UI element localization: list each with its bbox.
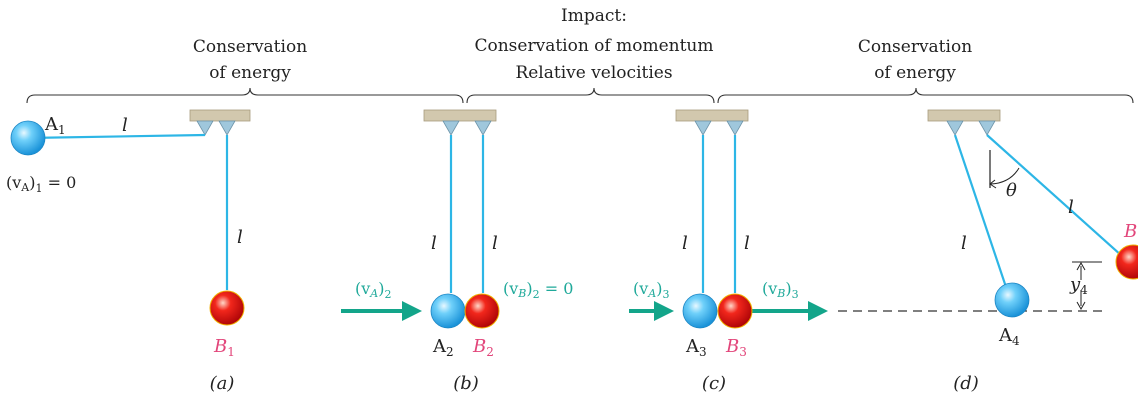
dim-arrowhead-up: [1076, 261, 1086, 271]
caption-a: (a): [210, 373, 235, 393]
header-left-line2: of energy: [209, 63, 291, 83]
length-label-left: l: [682, 233, 688, 254]
ball-a3-label: A3: [685, 336, 707, 359]
support-bar: [423, 109, 497, 122]
length-label-right: l: [492, 233, 498, 254]
ball-b2: [464, 293, 500, 329]
angle-arrow: [989, 179, 997, 189]
ball-a1: [10, 120, 46, 156]
panel-c: l l (vA)3 (vB)3 A3 B3 (c): [629, 109, 828, 393]
height-label: y4: [1069, 274, 1088, 297]
ball-b1: [209, 290, 245, 326]
header-mid-line1: Impact:: [561, 6, 627, 26]
ball-a4: [994, 282, 1030, 318]
ball-a2-label: A2: [432, 336, 454, 359]
header-mid-line2: Conservation of momentum: [474, 36, 713, 56]
length-label-top: l: [122, 115, 128, 136]
ball-b3: [717, 293, 753, 329]
header-middle: Impact: Conservation of momentum Relativ…: [474, 6, 713, 83]
panel-b: l l (vA)2 (vB)2 = 0 A2 B2 (b): [341, 109, 573, 393]
header-right-line2: of energy: [874, 63, 956, 83]
ball-a4-label: A4: [998, 325, 1020, 348]
pivot-a3: [694, 120, 712, 136]
ball-a1-label: A1: [44, 114, 66, 137]
ball-a3: [682, 293, 718, 329]
velocity-b3-label: (vB)3: [762, 279, 799, 301]
length-label-right: l: [1068, 197, 1074, 218]
header-left: Conservation of energy: [193, 37, 307, 83]
header-right: Conservation of energy: [858, 37, 972, 83]
rod-a1: [26, 133, 206, 140]
support-bar: [675, 109, 749, 122]
rod-a4: [953, 134, 1010, 294]
panel-d: θ y4 l l A4 B (d): [927, 109, 1138, 393]
velocity-a3-label: (vA)3: [633, 279, 669, 301]
ball-b2-label: B2: [472, 336, 494, 359]
pivot-b1: [218, 120, 236, 136]
panel-a: A1 l l (vA)1 = 0 B1 (a): [6, 109, 251, 393]
velocity-a1-label: (vA)1 = 0: [6, 173, 76, 195]
pivot-a4: [946, 120, 964, 136]
ball-b4-label: B: [1123, 221, 1137, 242]
ball-b3-label: B3: [725, 336, 747, 359]
brace-right: [717, 87, 1134, 104]
pivot-b2: [474, 120, 492, 136]
rod-b4: [986, 134, 1123, 257]
length-label-right: l: [744, 233, 750, 254]
velocity-b2-label: (vB)2 = 0: [503, 279, 573, 301]
support-bar: [189, 109, 251, 122]
pivot-a1: [196, 120, 214, 136]
pivot-a2: [442, 120, 460, 136]
velocity-a2-label: (vA)2: [355, 279, 391, 301]
pivot-b4: [978, 120, 996, 136]
header-right-line1: Conservation: [858, 37, 972, 57]
pivot-b3: [726, 120, 744, 136]
angle-label: θ: [1006, 180, 1017, 201]
angle-arc: [990, 167, 1020, 185]
ball-b1-label: B1: [213, 336, 235, 359]
dim-arrowhead-down: [1076, 301, 1086, 311]
caption-d: (d): [953, 373, 979, 393]
brace-middle: [466, 87, 715, 104]
ball-b4: [1115, 244, 1138, 280]
header-left-line1: Conservation: [193, 37, 307, 57]
length-label-left: l: [431, 233, 437, 254]
caption-c: (c): [702, 373, 726, 393]
length-label-left: l: [961, 233, 967, 254]
ball-a2: [430, 293, 466, 329]
caption-b: (b): [453, 373, 479, 393]
header-mid-line3: Relative velocities: [515, 63, 672, 83]
brace-left: [26, 87, 464, 104]
support-bar: [927, 109, 1001, 122]
length-label-vertical: l: [237, 227, 243, 248]
